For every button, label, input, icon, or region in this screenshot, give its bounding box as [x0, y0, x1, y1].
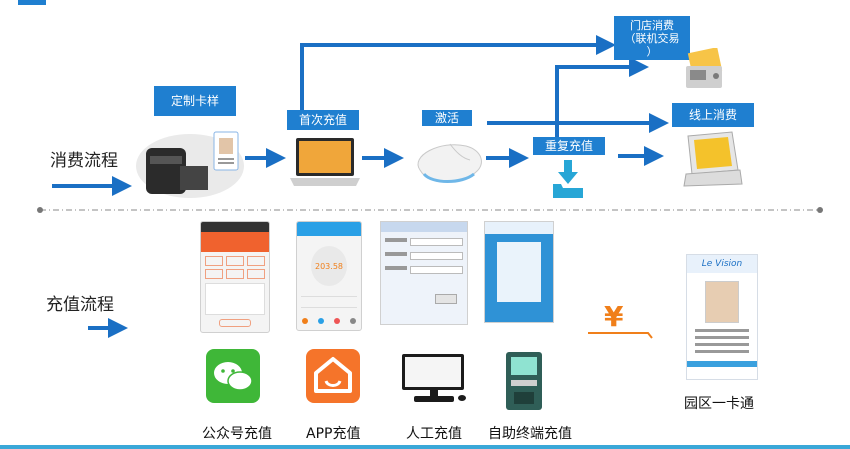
terminal-screenshot: [484, 221, 554, 323]
currency-underline: [588, 332, 653, 339]
app-screenshot-1: [200, 221, 270, 333]
mouse-icon: [410, 136, 486, 188]
channel-label-kiosk: 自助终端充值: [488, 426, 572, 442]
kiosk-icon: [502, 350, 546, 412]
pos-terminal-icon: [682, 130, 744, 188]
card-style-box: 定制卡样: [154, 86, 236, 116]
corner-accent: [18, 0, 46, 5]
channel-label-app: APP充值: [306, 426, 361, 442]
store-consume-box: 门店消费 （联机交易 ）: [614, 16, 690, 60]
app-home-icon: [306, 349, 360, 403]
wechat-icon: [206, 349, 260, 403]
store-consume-label: 门店消费 （联机交易 ）: [624, 18, 680, 58]
receipt-icon: [682, 47, 728, 94]
laptop-icon: [290, 136, 360, 188]
card-brand: Le Vision: [687, 255, 757, 273]
repeat-recharge-box: 重复充值: [533, 137, 605, 155]
card-printer-image: [136, 126, 244, 198]
desktop-form-screenshot: [380, 221, 468, 325]
consume-flow-label: 消费流程: [50, 151, 118, 171]
campus-card-label: 园区一卡通: [684, 396, 754, 412]
recharge-flow-label: 充值流程: [46, 295, 114, 315]
channel-label-wechat: 公众号充值: [202, 426, 272, 442]
online-consume-box: 线上消费: [672, 103, 754, 127]
app-screenshot-2: 203.58: [296, 221, 362, 331]
arrow-first-to-store: [300, 35, 616, 112]
channel-label-manual: 人工充值: [406, 426, 462, 442]
currency-symbol: ¥: [604, 300, 624, 333]
first-recharge-box: 首次充值: [287, 110, 359, 130]
arrow-repeat-to-store: [555, 57, 649, 140]
activate-box: 激活: [422, 110, 472, 126]
computer-icon: [400, 352, 468, 404]
wallet-amount: 203.58: [315, 262, 343, 271]
download-icon: [553, 160, 583, 198]
campus-card-image: Le Vision: [686, 254, 758, 380]
